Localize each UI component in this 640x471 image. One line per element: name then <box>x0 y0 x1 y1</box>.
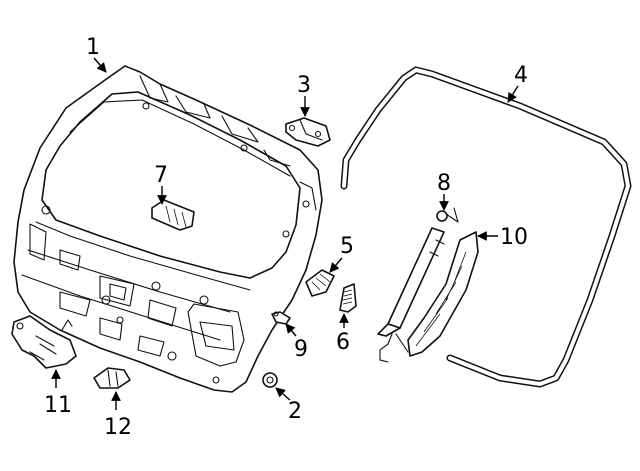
gas-strut-part <box>377 207 459 363</box>
grommet-part <box>262 372 278 388</box>
callout-9: 9 <box>294 337 308 362</box>
handle-switch-part <box>93 367 131 389</box>
callout-5: 5 <box>340 234 354 259</box>
leader-4 <box>507 85 519 103</box>
bracket-part <box>305 269 335 297</box>
callout-12: 12 <box>104 415 132 440</box>
weatherstrip-seal-part <box>340 66 632 388</box>
callout-3: 3 <box>297 73 311 98</box>
callout-11: 11 <box>44 393 72 418</box>
callout-labels: 1 2 3 4 5 6 7 8 9 10 11 12 <box>44 35 528 440</box>
callout-10: 10 <box>500 225 528 250</box>
leader-2 <box>275 387 291 401</box>
callout-6: 6 <box>336 330 350 355</box>
callout-2: 2 <box>288 399 302 424</box>
leader-5 <box>329 257 343 273</box>
hinge-part <box>285 117 331 147</box>
leader-lines <box>51 57 519 410</box>
vent-grille-part <box>339 283 357 313</box>
callout-1: 1 <box>86 35 100 60</box>
clip-pin-part <box>271 311 291 325</box>
callout-8: 8 <box>437 171 451 196</box>
latch-actuator-part <box>11 315 77 369</box>
callout-4: 4 <box>514 63 528 88</box>
liftgate-panel-part <box>13 65 323 393</box>
leader-1 <box>93 57 107 73</box>
trim-molding-part <box>407 231 479 357</box>
leader-9 <box>285 323 297 337</box>
callout-7: 7 <box>154 163 168 188</box>
